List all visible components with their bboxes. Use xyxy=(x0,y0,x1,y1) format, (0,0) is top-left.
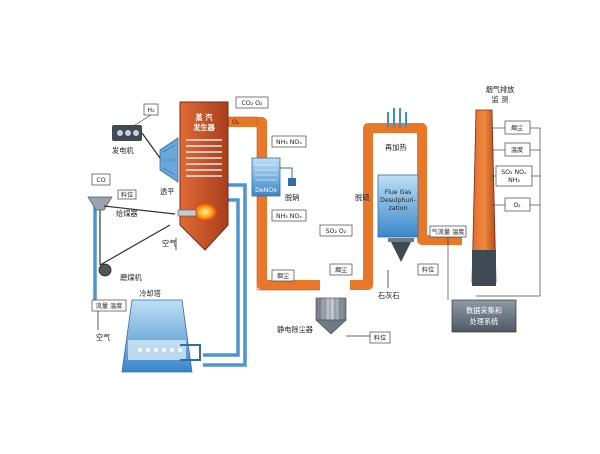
flue-gas-duct xyxy=(228,117,462,290)
boiler: 蒸 汽 发生器 xyxy=(177,101,229,251)
cooling-tower: 冷却塔 xyxy=(121,289,201,373)
gas-flow-temp-tag: 气流量 温度 xyxy=(429,225,467,238)
daq-label-line1: 数据采集和 xyxy=(466,306,502,315)
turbine xyxy=(159,137,179,183)
dust-mid-label: 烟尘 xyxy=(335,266,347,274)
flame-icon xyxy=(193,203,217,221)
flow-temp-label: 流量 温度 xyxy=(96,302,123,310)
balance-label: 透平 xyxy=(160,187,174,196)
flow-temp-tag: 流量 温度 空气 xyxy=(91,299,127,342)
h2-label: H₂ xyxy=(147,107,155,114)
fuel-level-esp-label: 料位 xyxy=(374,334,386,342)
nh3-nox-top-tag: NH₃ NOₓ xyxy=(271,135,307,148)
nh3-nox-bottom-label: NH₃ NOₓ xyxy=(276,213,302,220)
co2-o2-tag: CO₂ O₂ O₂ xyxy=(232,96,269,126)
denox-unit: DeNOx 脱硝 xyxy=(251,157,299,202)
stack-monitor-line1: 烟气排放 xyxy=(486,85,515,94)
daq-system: 数据采集和 处理系统 xyxy=(447,237,540,333)
daq-label-line2: 处理系统 xyxy=(470,317,499,326)
stack-temp-label: 温度 xyxy=(511,146,523,154)
reheater: 再加热 xyxy=(385,108,407,152)
stack-temp-box: 温度 xyxy=(504,142,531,157)
stack-so2-line2: NH₃ xyxy=(508,177,520,184)
air-boiler-label: 空气 xyxy=(162,239,176,248)
so2-o2-tag: SO₂ O₂ xyxy=(319,224,353,237)
h2-tag: H₂ xyxy=(134,103,159,126)
coal-mill-label: 磨煤机 xyxy=(120,273,142,282)
generator-label: 发电机 xyxy=(112,146,134,155)
fgd-label-line2: Desulphuri- xyxy=(380,197,416,204)
water-steam-lines xyxy=(93,183,247,367)
cooling-tower-label: 冷却塔 xyxy=(139,289,161,298)
gas-flow-temp-label: 气流量 温度 xyxy=(432,228,465,236)
stack-dust-box: 烟尘 xyxy=(504,120,531,135)
so2-o2-label: SO₂ O₂ xyxy=(326,228,347,235)
coal-mill: 磨煤机 xyxy=(98,224,171,282)
coal-feeder: CO 料位 给煤器 xyxy=(87,173,176,265)
stack-monitor-line2: 监 测 xyxy=(492,95,509,104)
fuel-level-top-label: 料位 xyxy=(121,191,133,199)
limestone-label: 石灰石 xyxy=(378,291,400,300)
denox-label: DeNOx xyxy=(255,187,277,194)
air-bottom-label: 空气 xyxy=(96,333,110,342)
co2-o2-label: CO₂ O₂ xyxy=(242,100,264,107)
reheat-label: 再加热 xyxy=(385,143,407,152)
desulf-label: 脱硫 xyxy=(355,193,369,202)
dust-left-tag: 烟尘 xyxy=(271,269,295,282)
dust-left-label: 烟尘 xyxy=(277,272,289,280)
electrostatic-precipitator: 静电除尘器 料位 xyxy=(277,297,391,344)
esp-label: 静电除尘器 xyxy=(277,325,313,334)
oxygen-label: O₂ xyxy=(232,119,240,126)
generator: 发电机 xyxy=(112,125,161,159)
stack-o2-box: O₂ xyxy=(504,197,531,212)
boiler-label-line2: 发生器 xyxy=(192,123,215,132)
boiler-label-line1: 蒸 汽 xyxy=(196,113,214,122)
stack-o2-label: O₂ xyxy=(513,202,521,209)
coal-feeder-label: 给煤器 xyxy=(116,209,138,218)
stack-so2-line1: SO₂ NOₓ xyxy=(501,169,527,176)
stack-dust-label: 烟尘 xyxy=(511,124,523,132)
denitration-label: 脱硝 xyxy=(285,193,299,202)
stack: 烟气排放 监 测 xyxy=(471,85,515,286)
nh3-nox-top-label: NH₃ NOₓ xyxy=(276,139,302,146)
stack-so2-box: SO₂ NOₓ NH₃ xyxy=(495,165,533,187)
fgd-label-line3: zation xyxy=(389,205,408,212)
co-label: CO xyxy=(96,177,105,184)
dust-mid-tag: 烟尘 xyxy=(329,263,353,276)
fuel-level-fgd-label: 料位 xyxy=(422,266,434,274)
nh3-nox-bottom-tag: NH₃ NOₓ xyxy=(271,209,307,222)
fgd-label-line1: Flue Gas xyxy=(385,189,412,196)
fgd-unit: Flue Gas Desulphuri- zation 脱硫 料位 石灰石 xyxy=(355,174,439,300)
